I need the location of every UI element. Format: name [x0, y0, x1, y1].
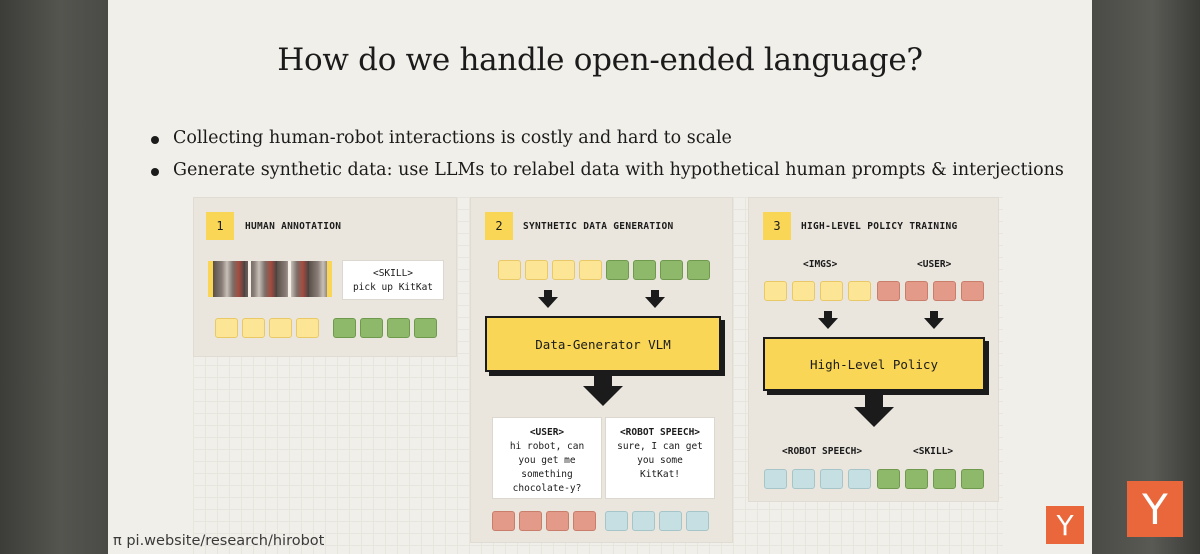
skill-token [877, 469, 900, 489]
speech-card-line: you some [637, 455, 683, 466]
skill-token [961, 469, 984, 489]
bullet-list: Collecting human-robot interactions is c… [148, 128, 1064, 192]
panel-human-annotation: 1 HUMAN ANNOTATION <SKILL> pick up KitKa… [193, 197, 457, 357]
user-token [905, 281, 928, 301]
down-arrow-icon [583, 372, 623, 406]
image-token [820, 281, 843, 301]
image-token [792, 281, 815, 301]
image-token [579, 260, 602, 280]
robot-speech-label: <ROBOT SPEECH> [782, 446, 863, 457]
user-card-header: <USER> [529, 427, 565, 438]
user-label: <USER> [917, 259, 952, 270]
skill-label: <SKILL> [913, 446, 954, 457]
y-combinator-logo: Y [1127, 481, 1183, 537]
source-footer: π pi.website/research/hirobot [113, 533, 324, 549]
down-arrow-icon [924, 311, 944, 329]
user-token [933, 281, 956, 301]
image-token [269, 318, 292, 338]
robot-camera-frames-image [208, 261, 332, 297]
user-card-line: chocolate-y? [512, 483, 582, 494]
bullet-text: Generate synthetic data: use LLMs to rel… [173, 160, 1064, 180]
image-token [764, 281, 787, 301]
bullet-dot-icon [151, 136, 159, 144]
bullet-text: Collecting human-robot interactions is c… [173, 128, 732, 148]
bullet-dot-icon [151, 168, 159, 176]
step-number: 3 [763, 212, 791, 240]
logo-letter: Y [1142, 484, 1168, 534]
user-card-line: hi robot, can [509, 441, 585, 452]
skill-card-header: <SKILL> [372, 268, 414, 279]
speech-token [848, 469, 871, 489]
user-prompt-card: <USER> hi robot, can you get me somethin… [492, 417, 602, 499]
skill-token [933, 469, 956, 489]
source-url: pi.website/research/hirobot [126, 533, 325, 549]
image-token [498, 260, 521, 280]
panel-title: HUMAN ANNOTATION [245, 221, 342, 232]
slide: How do we handle open-ended language? Co… [108, 0, 1092, 554]
skill-token [905, 469, 928, 489]
skill-token [360, 318, 383, 338]
speech-card-header: <ROBOT SPEECH> [619, 427, 701, 438]
image-token [552, 260, 575, 280]
slide-title: How do we handle open-ended language? [277, 42, 923, 78]
user-token [961, 281, 984, 301]
skill-label-card: <SKILL> pick up KitKat [342, 260, 444, 300]
imgs-label: <IMGS> [803, 259, 838, 270]
image-token [242, 318, 265, 338]
panel-synthetic-data-generation: 2 SYNTHETIC DATA GENERATION Data-Generat… [470, 197, 733, 543]
user-token [573, 511, 596, 531]
speech-token [659, 511, 682, 531]
skill-token [687, 260, 710, 280]
data-generator-vlm-box: Data-Generator VLM [485, 316, 721, 372]
step-number: 2 [485, 212, 513, 240]
skill-token [606, 260, 629, 280]
skill-card-body: pick up KitKat [352, 282, 434, 293]
skill-token [633, 260, 656, 280]
speech-token [820, 469, 843, 489]
speech-token [792, 469, 815, 489]
right-backdrop [1092, 0, 1200, 554]
skill-token [387, 318, 410, 338]
user-card-line: you get me [518, 455, 576, 466]
user-card-line: something [521, 469, 573, 480]
image-token [848, 281, 871, 301]
panel-title: SYNTHETIC DATA GENERATION [523, 221, 674, 232]
user-token [492, 511, 515, 531]
pi-symbol: π [113, 533, 122, 549]
image-token [296, 318, 319, 338]
down-arrow-icon [854, 393, 894, 427]
speech-token [605, 511, 628, 531]
panel-title: HIGH-LEVEL POLICY TRAINING [801, 221, 958, 232]
image-token [215, 318, 238, 338]
skill-token [414, 318, 437, 338]
user-token [546, 511, 569, 531]
user-token [519, 511, 542, 531]
bullet-item: Collecting human-robot interactions is c… [148, 128, 1064, 160]
robot-speech-card: <ROBOT SPEECH> sure, I can get you some … [605, 417, 715, 499]
skill-token [660, 260, 683, 280]
step-number: 1 [206, 212, 234, 240]
panel-high-level-policy-training: 3 HIGH-LEVEL POLICY TRAINING <IMGS> <USE… [748, 197, 999, 502]
speech-card-line: sure, I can get [617, 441, 703, 452]
logo-letter: Y [1056, 508, 1074, 542]
down-arrow-icon [645, 290, 665, 308]
bullet-item: Generate synthetic data: use LLMs to rel… [148, 160, 1064, 192]
speech-token [764, 469, 787, 489]
high-level-policy-box: High-Level Policy [763, 337, 985, 391]
image-token [525, 260, 548, 280]
speech-card-line: KitKat! [639, 469, 681, 480]
skill-token [333, 318, 356, 338]
speech-token [632, 511, 655, 531]
y-combinator-logo: Y [1046, 506, 1084, 544]
down-arrow-icon [818, 311, 838, 329]
speech-token [686, 511, 709, 531]
user-token [877, 281, 900, 301]
down-arrow-icon [538, 290, 558, 308]
